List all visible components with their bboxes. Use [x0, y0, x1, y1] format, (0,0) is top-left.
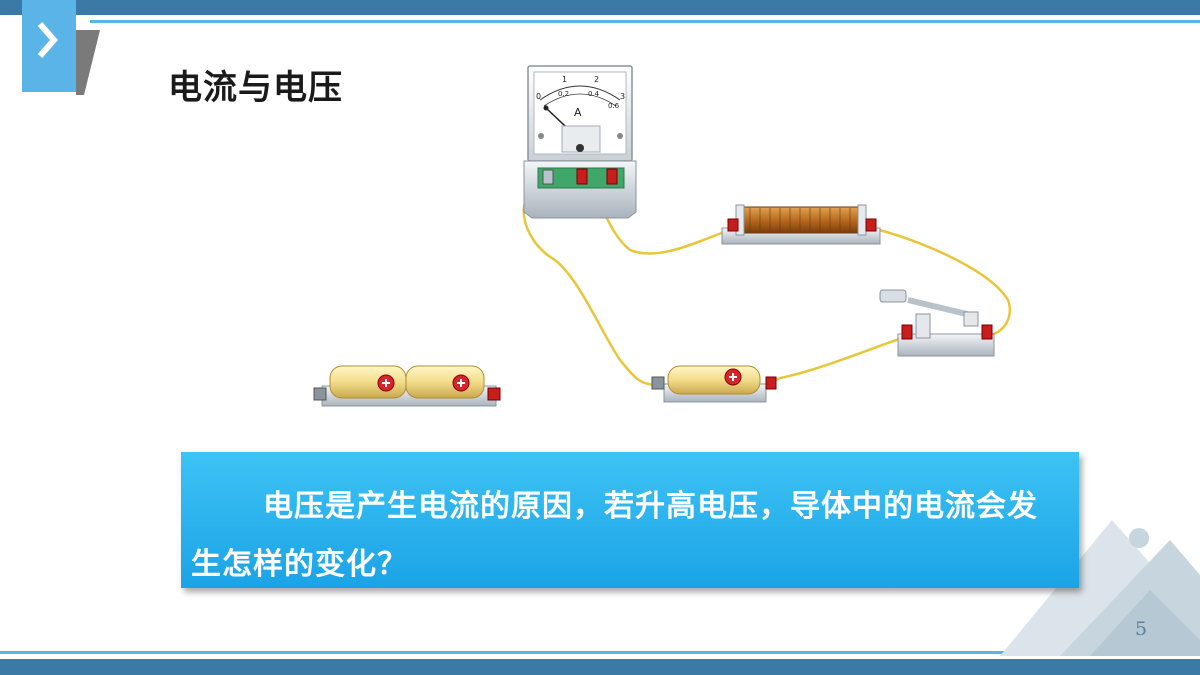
- footer-bar: [0, 659, 1200, 675]
- question-text: 电压是产生电流的原因，若升高电压，导体中的电流会发生怎样的变化？: [191, 489, 1038, 582]
- question-box: 电压是产生电流的原因，若升高电压，导体中的电流会发生怎样的变化？: [181, 452, 1079, 588]
- page-number: 5: [1134, 618, 1148, 640]
- nav-tab-shadow: [76, 30, 100, 95]
- decor-triangle-front: [1090, 590, 1200, 656]
- header-bar: [0, 0, 1200, 15]
- slide-title: 电流与电压: [168, 68, 343, 108]
- footer-thin-line: [0, 651, 1200, 654]
- header-thin-line: [90, 20, 1200, 23]
- decor-circle: [1129, 528, 1149, 548]
- chevron-right-icon[interactable]: [34, 20, 64, 60]
